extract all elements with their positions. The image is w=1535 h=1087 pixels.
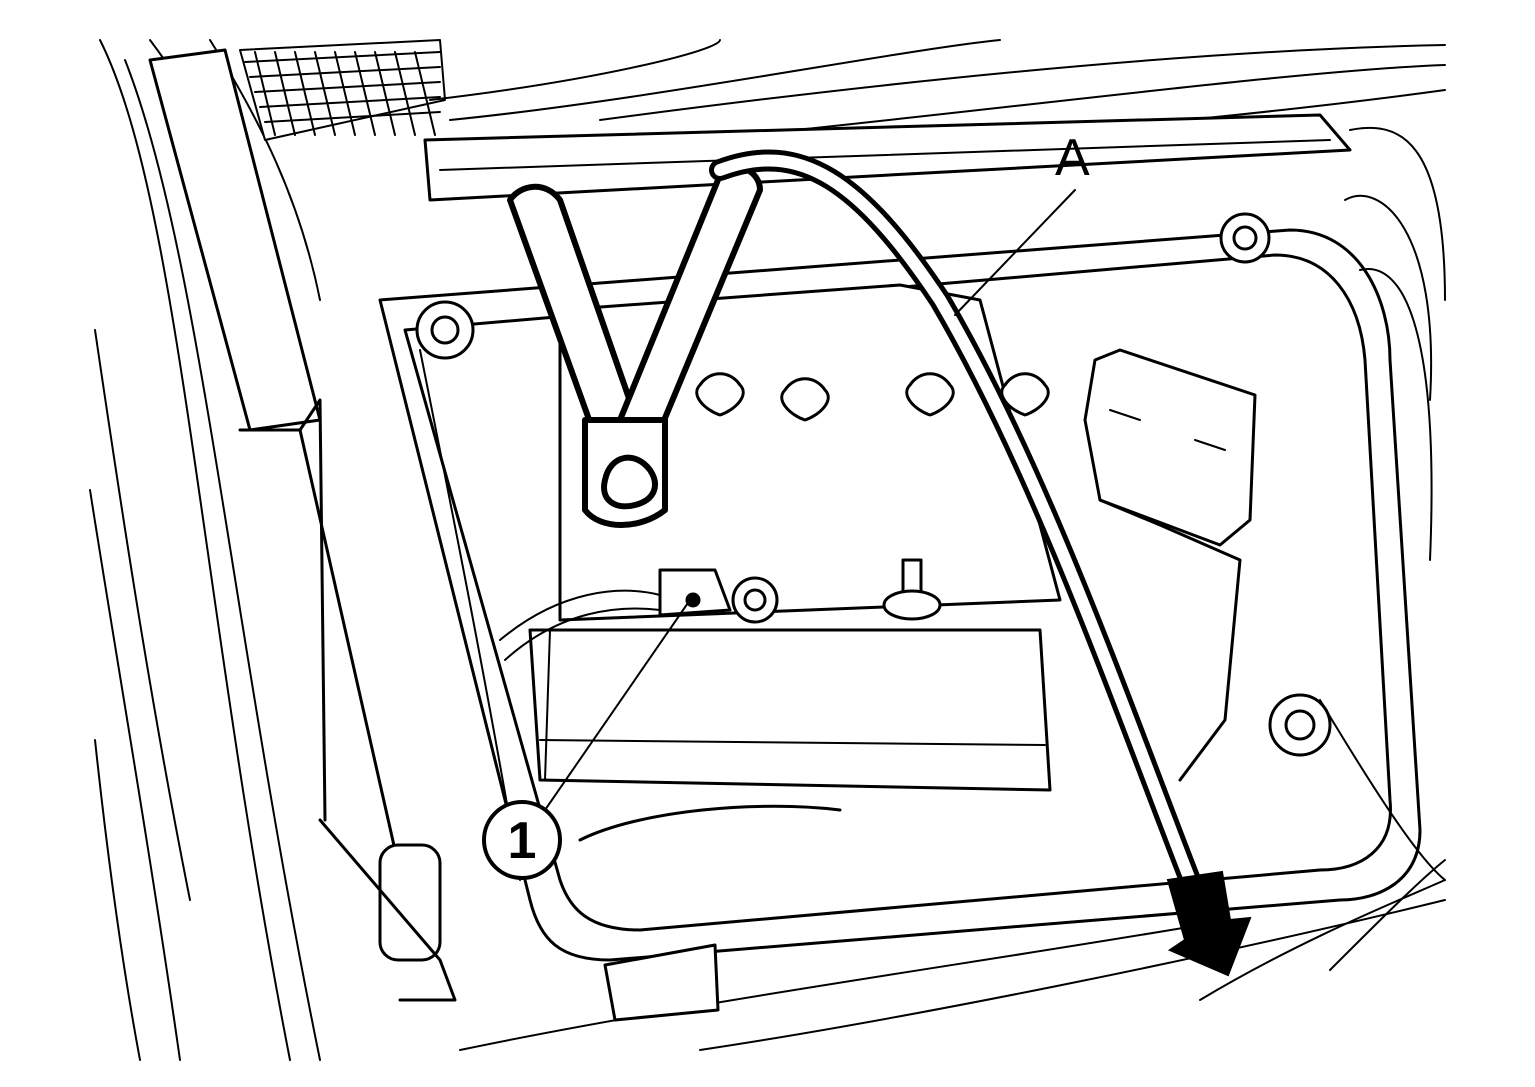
battery-negative-terminal	[658, 568, 779, 624]
hood-strut	[148, 48, 457, 1002]
callout-a-label: A	[1055, 129, 1090, 187]
cover-rail	[423, 113, 1352, 202]
vent-grille	[239, 39, 446, 141]
jumper-cable	[709, 149, 1201, 891]
jumper-cable-clamp	[507, 164, 763, 528]
lower-bracket	[578, 804, 842, 1022]
battery-positive-terminal	[882, 558, 942, 621]
battery-cell-caps	[695, 372, 1050, 422]
direction-arrow	[1166, 870, 1252, 977]
callout-1-badge: 1	[482, 800, 562, 880]
right-body-lines	[459, 126, 1446, 1051]
callout-a-leader	[954, 189, 1076, 316]
connector-box	[1083, 348, 1257, 782]
callout-1-leader	[544, 599, 691, 811]
callout-1-label: 1	[508, 812, 537, 870]
mounting-bolt-left	[415, 300, 475, 360]
mounting-bolt-right-top	[1219, 212, 1271, 264]
mounting-bolt-right-bottom	[1268, 693, 1332, 757]
top-trim-lines	[429, 39, 1446, 151]
